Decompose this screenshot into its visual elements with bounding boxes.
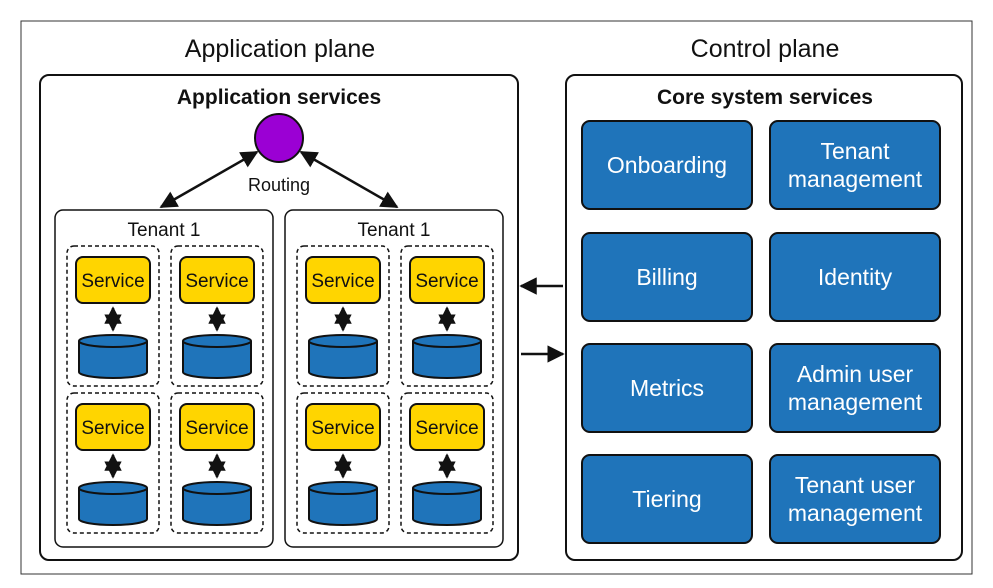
database-icon (308, 481, 378, 526)
control-plane-title: Control plane (691, 35, 840, 63)
service-label: Service (81, 271, 144, 292)
service-label: Service (185, 418, 248, 439)
routing-label: Routing (248, 175, 310, 195)
core-service-box (581, 343, 753, 433)
service-label: Service (81, 418, 144, 439)
routing-node (254, 113, 304, 163)
core-service-box (581, 120, 753, 210)
service-box (305, 403, 381, 451)
application-plane-title: Application plane (185, 35, 375, 63)
service-label: Service (311, 271, 374, 292)
core-service-label: Identity (818, 264, 893, 290)
core-system-services-title: Core system services (657, 86, 873, 109)
database-icon (182, 334, 252, 379)
service-label: Service (185, 271, 248, 292)
service-cell (170, 245, 264, 387)
service-box (179, 256, 255, 304)
core-service-label: Onboarding (607, 152, 727, 178)
service-cell (296, 392, 390, 534)
service-box (409, 256, 485, 304)
service-box (179, 403, 255, 451)
outer-frame (20, 20, 973, 575)
service-box (305, 256, 381, 304)
core-service-box (769, 120, 941, 210)
database-icon (78, 481, 148, 526)
service-label: Service (415, 271, 478, 292)
service-box (75, 403, 151, 451)
core-service-label: Tenant user (795, 472, 916, 498)
core-service-box (581, 232, 753, 322)
core-service-label: Tenant (820, 138, 890, 164)
database-icon (308, 334, 378, 379)
core-service-box (769, 454, 941, 544)
application-services-title: Application services (177, 86, 381, 109)
database-icon (412, 481, 482, 526)
routing-to-tenant-2-arrow (299, 150, 399, 209)
service-box (409, 403, 485, 451)
service-cell (400, 392, 494, 534)
core-service-label: management (788, 500, 923, 526)
core-service-box (769, 343, 941, 433)
database-icon (182, 481, 252, 526)
core-service-label: Tiering (632, 486, 701, 512)
service-cell (400, 245, 494, 387)
core-service-label: management (788, 166, 923, 192)
service-label: Service (311, 418, 374, 439)
service-box (75, 256, 151, 304)
core-service-box (581, 454, 753, 544)
database-icon (412, 334, 482, 379)
core-service-label: Metrics (630, 375, 704, 401)
core-service-box (769, 232, 941, 322)
routing-to-tenant-1-arrow (159, 150, 259, 209)
tenant-label: Tenant 1 (128, 220, 201, 241)
service-cell (66, 392, 160, 534)
database-icon (78, 334, 148, 379)
core-service-label: management (788, 389, 923, 415)
core-service-label: Billing (636, 264, 697, 290)
service-label: Service (415, 418, 478, 439)
core-service-label: Admin user (797, 361, 914, 387)
tenant-label: Tenant 1 (358, 220, 431, 241)
service-cell (66, 245, 160, 387)
service-cell (296, 245, 390, 387)
service-cell (170, 392, 264, 534)
